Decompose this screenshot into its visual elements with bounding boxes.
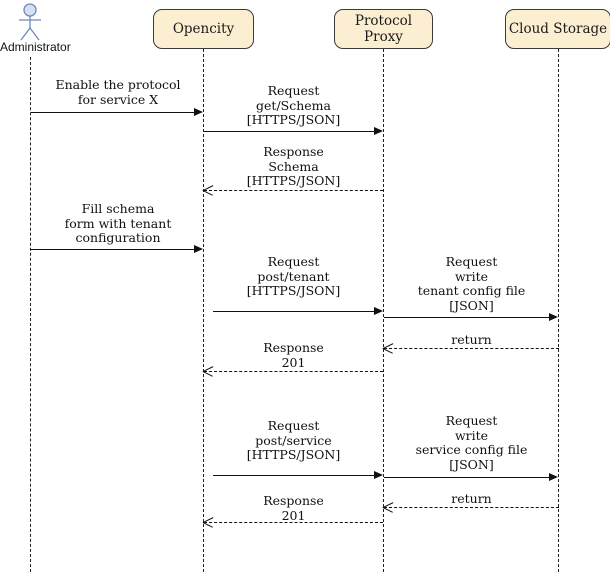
message-line-m9 (213, 475, 374, 476)
lifeline-opencity (203, 49, 204, 572)
message-label-m5: Request post/tenant [HTTPS/JSON] (246, 254, 341, 299)
message-label-m4: Fill schema form with tenant configurati… (64, 201, 172, 246)
arrowhead-m9 (374, 470, 383, 479)
arrowhead-m11 (383, 502, 393, 512)
message-line-m7 (384, 348, 559, 349)
arrowhead-m2 (374, 126, 383, 135)
actor-stick-figure-icon (19, 3, 41, 41)
message-line-m1 (31, 112, 195, 113)
message-line-m8 (204, 371, 383, 372)
arrowhead-m4 (194, 244, 203, 253)
arrowhead-m1 (194, 107, 203, 116)
message-line-m2 (204, 131, 374, 132)
message-label-m2: Request get/Schema [HTTPS/JSON] (246, 83, 341, 128)
message-line-m12 (204, 522, 383, 523)
message-line-m11 (384, 507, 559, 508)
arrowhead-m5 (374, 306, 383, 315)
lifeline-administrator (30, 57, 31, 572)
message-line-m4 (31, 249, 195, 250)
arrowhead-m8 (203, 366, 213, 376)
message-label-m1: Enable the protocol for service X (55, 77, 181, 107)
arrowhead-m12 (203, 517, 213, 527)
message-label-m12: Response 201 (263, 493, 324, 523)
message-label-m10: Request write service config file [JSON] (415, 413, 528, 472)
message-line-m10 (384, 477, 549, 478)
message-line-m3 (204, 190, 383, 191)
message-label-m8: Response 201 (263, 340, 324, 370)
message-line-m5 (213, 311, 374, 312)
message-label-m7: return (451, 332, 492, 347)
participant-opencity[interactable]: Opencity (153, 9, 254, 49)
message-label-m9: Request post/service [HTTPS/JSON] (246, 418, 341, 463)
message-label-m11: return (451, 491, 492, 506)
actor-administrator-label: Administrator (0, 40, 71, 54)
arrowhead-m3 (203, 185, 213, 195)
lifeline-protocol-proxy (383, 49, 384, 572)
arrowhead-m6 (549, 312, 558, 321)
arrowhead-m7 (383, 343, 393, 353)
participant-cloud-storage[interactable]: Cloud Storage (505, 9, 610, 49)
participant-protocol-proxy[interactable]: Protocol Proxy (334, 9, 433, 49)
message-label-m3: Response Schema [HTTPS/JSON] (246, 144, 341, 189)
arrowhead-m10 (549, 472, 558, 481)
actor-administrator[interactable] (12, 2, 48, 46)
lifeline-cloud-storage (558, 49, 559, 572)
message-label-m6: Request write tenant config file [JSON] (417, 254, 526, 313)
message-line-m6 (384, 317, 549, 318)
